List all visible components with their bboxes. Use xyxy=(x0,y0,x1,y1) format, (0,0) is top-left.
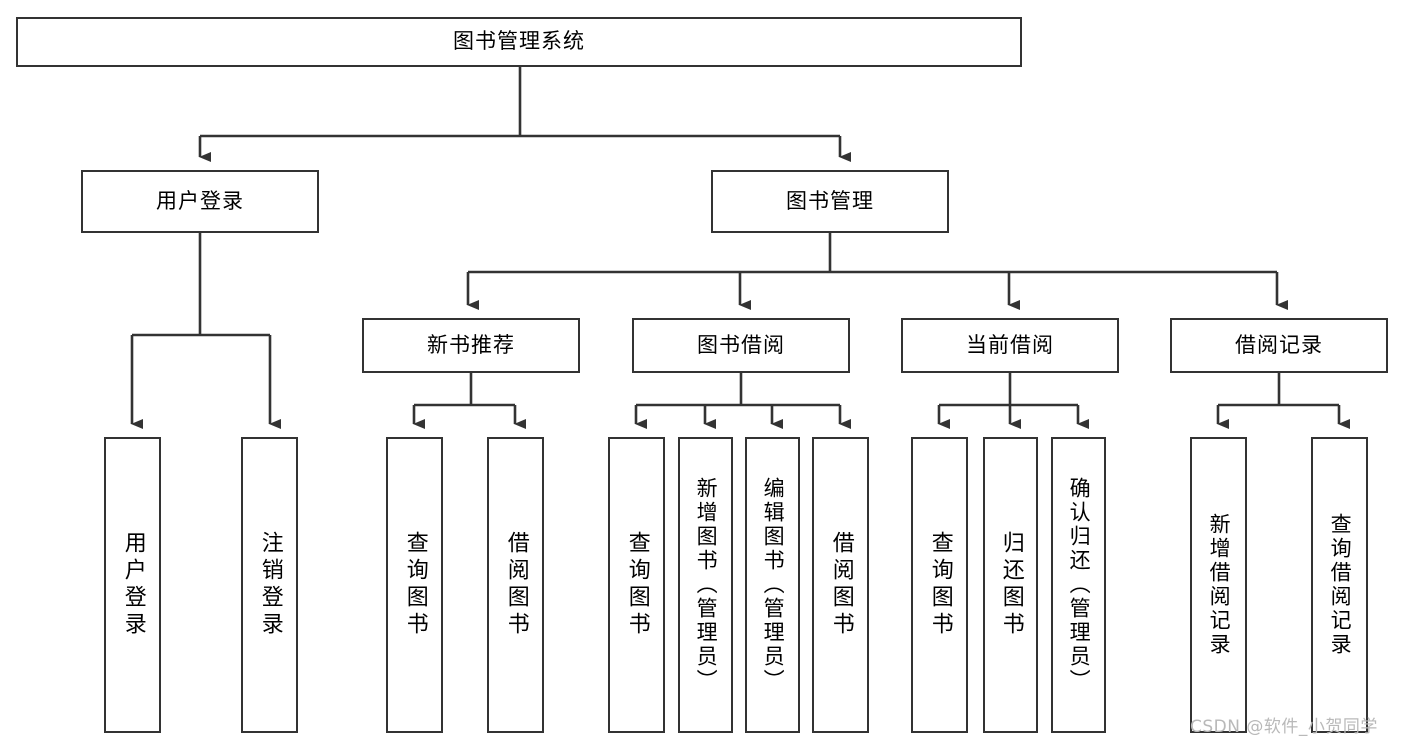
leaf-query-book-current[interactable]: 查询图书 xyxy=(911,437,968,733)
node-label: 借阅图书 xyxy=(503,531,529,639)
leaf-query-borrow-record[interactable]: 查询借阅记录 xyxy=(1311,437,1368,733)
node-level2-user-login[interactable]: 用户登录 xyxy=(81,170,319,233)
leaf-query-book-recommend[interactable]: 查询图书 xyxy=(386,437,443,733)
leaf-logout[interactable]: 注销登录 xyxy=(241,437,298,733)
node-label: 借阅记录 xyxy=(1235,332,1323,357)
node-label: 当前借阅 xyxy=(966,332,1054,357)
node-root[interactable]: 图书管理系统 xyxy=(16,17,1022,67)
node-label: 借阅图书 xyxy=(828,531,854,639)
leaf-add-book-admin[interactable]: 新增图书（管理员） xyxy=(678,437,733,733)
leaf-edit-book-admin[interactable]: 编辑图书（管理员） xyxy=(745,437,800,733)
node-label: 图书管理系统 xyxy=(453,29,585,54)
node-label: 用户登录 xyxy=(156,188,244,213)
node-label: 归还图书 xyxy=(998,531,1024,639)
node-label: 图书借阅 xyxy=(697,332,785,357)
node-level3-current-borrow[interactable]: 当前借阅 xyxy=(901,318,1119,373)
node-label: 查询图书 xyxy=(927,531,953,639)
node-label: 查询图书 xyxy=(624,531,650,639)
node-level2-book-management[interactable]: 图书管理 xyxy=(711,170,949,233)
leaf-borrow-book[interactable]: 借阅图书 xyxy=(812,437,869,733)
node-label: 注销登录 xyxy=(257,531,283,639)
leaf-add-borrow-record[interactable]: 新增借阅记录 xyxy=(1190,437,1247,733)
node-label: 新书推荐 xyxy=(427,332,515,357)
leaf-user-login[interactable]: 用户登录 xyxy=(104,437,161,733)
node-level3-book-borrow[interactable]: 图书借阅 xyxy=(632,318,850,373)
node-label: 新增图书（管理员） xyxy=(694,477,719,693)
node-level3-new-book-recommend[interactable]: 新书推荐 xyxy=(362,318,580,373)
node-label: 新增借阅记录 xyxy=(1207,513,1232,657)
node-label: 查询借阅记录 xyxy=(1328,513,1353,657)
leaf-borrow-book-recommend[interactable]: 借阅图书 xyxy=(487,437,544,733)
node-label: 编辑图书（管理员） xyxy=(761,477,786,693)
csdn-watermark: CSDN @软件_小贺同学 xyxy=(1190,717,1378,737)
leaf-return-book[interactable]: 归还图书 xyxy=(983,437,1038,733)
node-label: 确认归还（管理员） xyxy=(1067,477,1092,693)
node-label: 用户登录 xyxy=(120,531,146,639)
node-label: 图书管理 xyxy=(786,188,874,213)
node-level3-borrow-record[interactable]: 借阅记录 xyxy=(1170,318,1388,373)
node-label: 查询图书 xyxy=(402,531,428,639)
leaf-confirm-return-admin[interactable]: 确认归还（管理员） xyxy=(1051,437,1106,733)
leaf-query-book-borrow[interactable]: 查询图书 xyxy=(608,437,665,733)
